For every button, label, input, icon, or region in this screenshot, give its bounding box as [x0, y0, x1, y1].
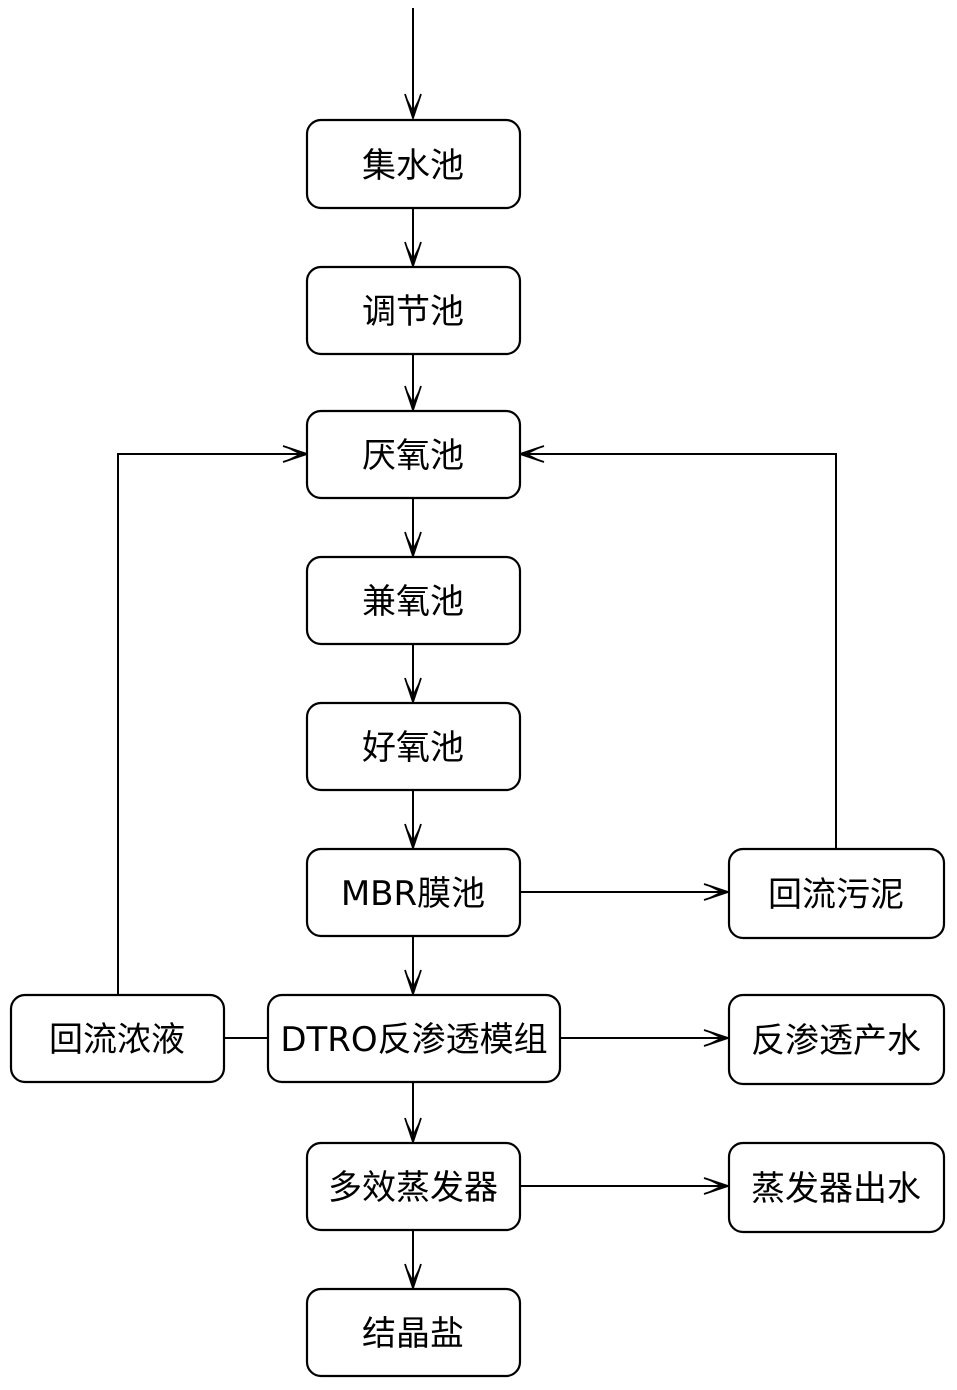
node-dtro-module: DTRO反渗透模组	[266, 993, 562, 1084]
node-label: 蒸发器出水	[751, 1169, 921, 1209]
node-collection-tank: 集水池	[305, 118, 522, 210]
node-evaporator-effluent: 蒸发器出水	[727, 1141, 946, 1234]
node-anaerobic-tank: 厌氧池	[305, 409, 522, 500]
node-multi-effect-evaporator: 多效蒸发器	[305, 1141, 522, 1232]
node-label: DTRO反渗透模组	[280, 1020, 547, 1060]
node-anoxic-tank: 兼氧池	[305, 555, 522, 646]
node-label: 回流污泥	[768, 875, 904, 915]
node-label: 厌氧池	[362, 436, 464, 476]
node-label: MBR膜池	[341, 874, 485, 914]
node-ro-product-water: 反渗透产水	[727, 993, 946, 1086]
node-label: 调节池	[362, 292, 464, 332]
node-return-concentrate: 回流浓液	[9, 993, 226, 1084]
line-return-concentrate-loop	[117, 453, 307, 994]
node-regulating-tank: 调节池	[305, 265, 522, 356]
node-label: 结晶盐	[362, 1314, 464, 1354]
connectors	[117, 8, 837, 1288]
node-aerobic-tank: 好氧池	[305, 701, 522, 792]
node-label: 回流浓液	[49, 1020, 185, 1060]
arrow-down-icon	[404, 93, 422, 121]
node-label: 兼氧池	[362, 582, 464, 622]
node-mbr-tank: MBR膜池	[305, 847, 522, 938]
node-label: 集水池	[362, 146, 464, 186]
node-crystal-salt: 结晶盐	[305, 1287, 522, 1378]
node-label: 反渗透产水	[751, 1021, 921, 1061]
node-label: 好氧池	[362, 728, 464, 768]
node-return-sludge: 回流污泥	[727, 847, 946, 940]
node-label: 多效蒸发器	[328, 1168, 498, 1208]
line-return-sludge-loop	[520, 453, 837, 848]
